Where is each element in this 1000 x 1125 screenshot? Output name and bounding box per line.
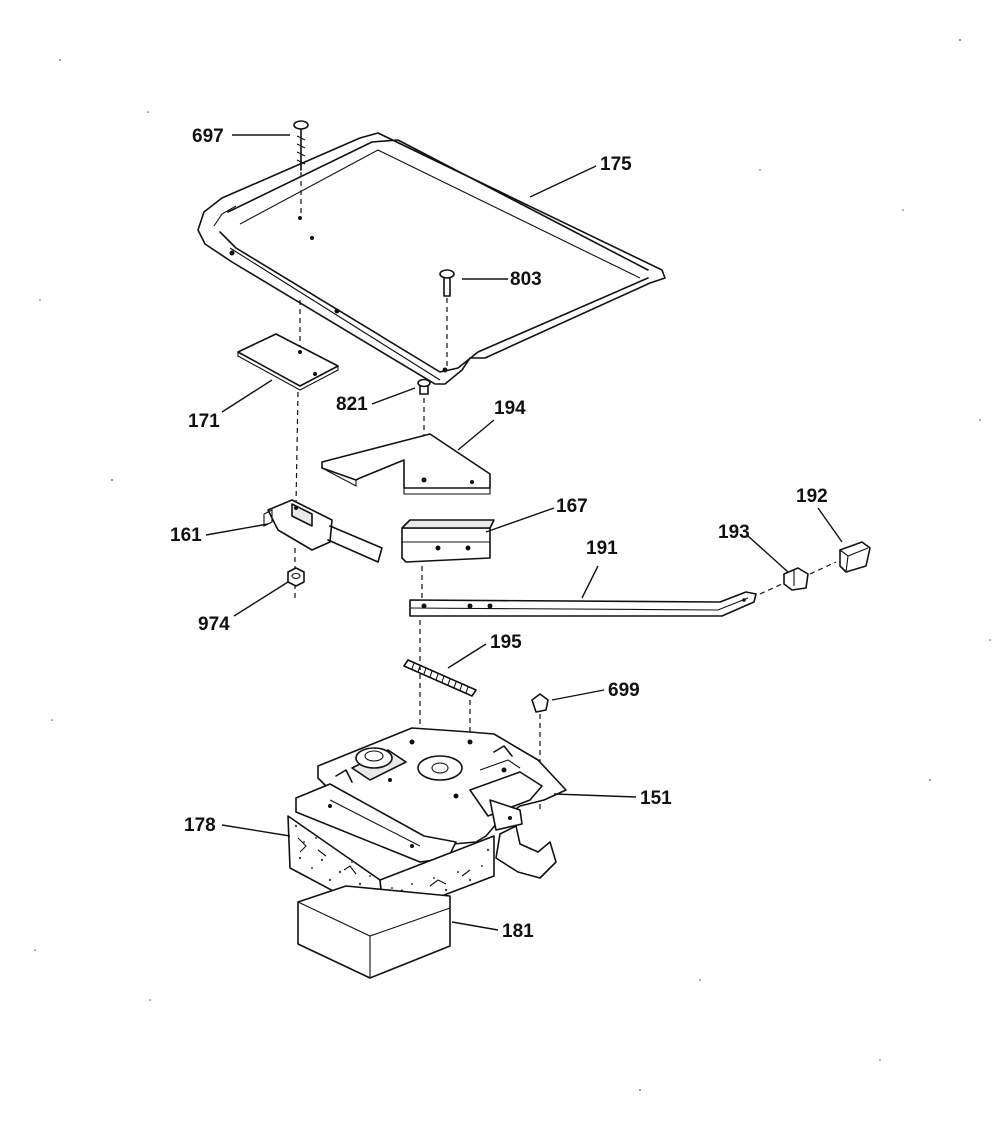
part-171-plate	[237, 300, 339, 391]
label-193: 193	[718, 522, 750, 543]
part-175-cover	[197, 132, 666, 385]
part-181-block	[297, 885, 451, 979]
part-161-switch	[263, 499, 383, 563]
label-178: 178	[184, 815, 216, 836]
scan-speckles	[34, 39, 991, 1091]
label-803: 803	[510, 269, 542, 290]
label-697: 697	[192, 126, 224, 147]
part-194-bracket	[321, 433, 491, 495]
part-803-rivet	[439, 269, 455, 368]
label-974: 974	[198, 614, 230, 635]
part-191-lever	[409, 583, 783, 742]
part-697-screw	[293, 120, 309, 216]
label-151: 151	[640, 788, 672, 809]
label-167: 167	[556, 496, 588, 517]
alignment-line	[295, 391, 299, 506]
label-195: 195	[490, 632, 522, 653]
label-194: 194	[494, 398, 526, 419]
part-974-nut	[287, 567, 305, 587]
label-181: 181	[502, 921, 534, 942]
part-labels: 697 175 803 171 821 194 167 161 192 193 …	[170, 126, 828, 942]
label-699: 699	[608, 680, 640, 701]
label-171: 171	[188, 411, 220, 432]
leader-lines	[205, 134, 843, 931]
part-151-latch-mechanism	[295, 727, 567, 879]
label-821: 821	[336, 394, 368, 415]
label-161: 161	[170, 525, 202, 546]
part-193-clip	[783, 561, 837, 591]
part-167-block	[401, 519, 495, 598]
label-192: 192	[796, 486, 828, 507]
label-175: 175	[600, 154, 632, 175]
part-192-knob	[839, 541, 871, 573]
label-191: 191	[586, 538, 618, 559]
